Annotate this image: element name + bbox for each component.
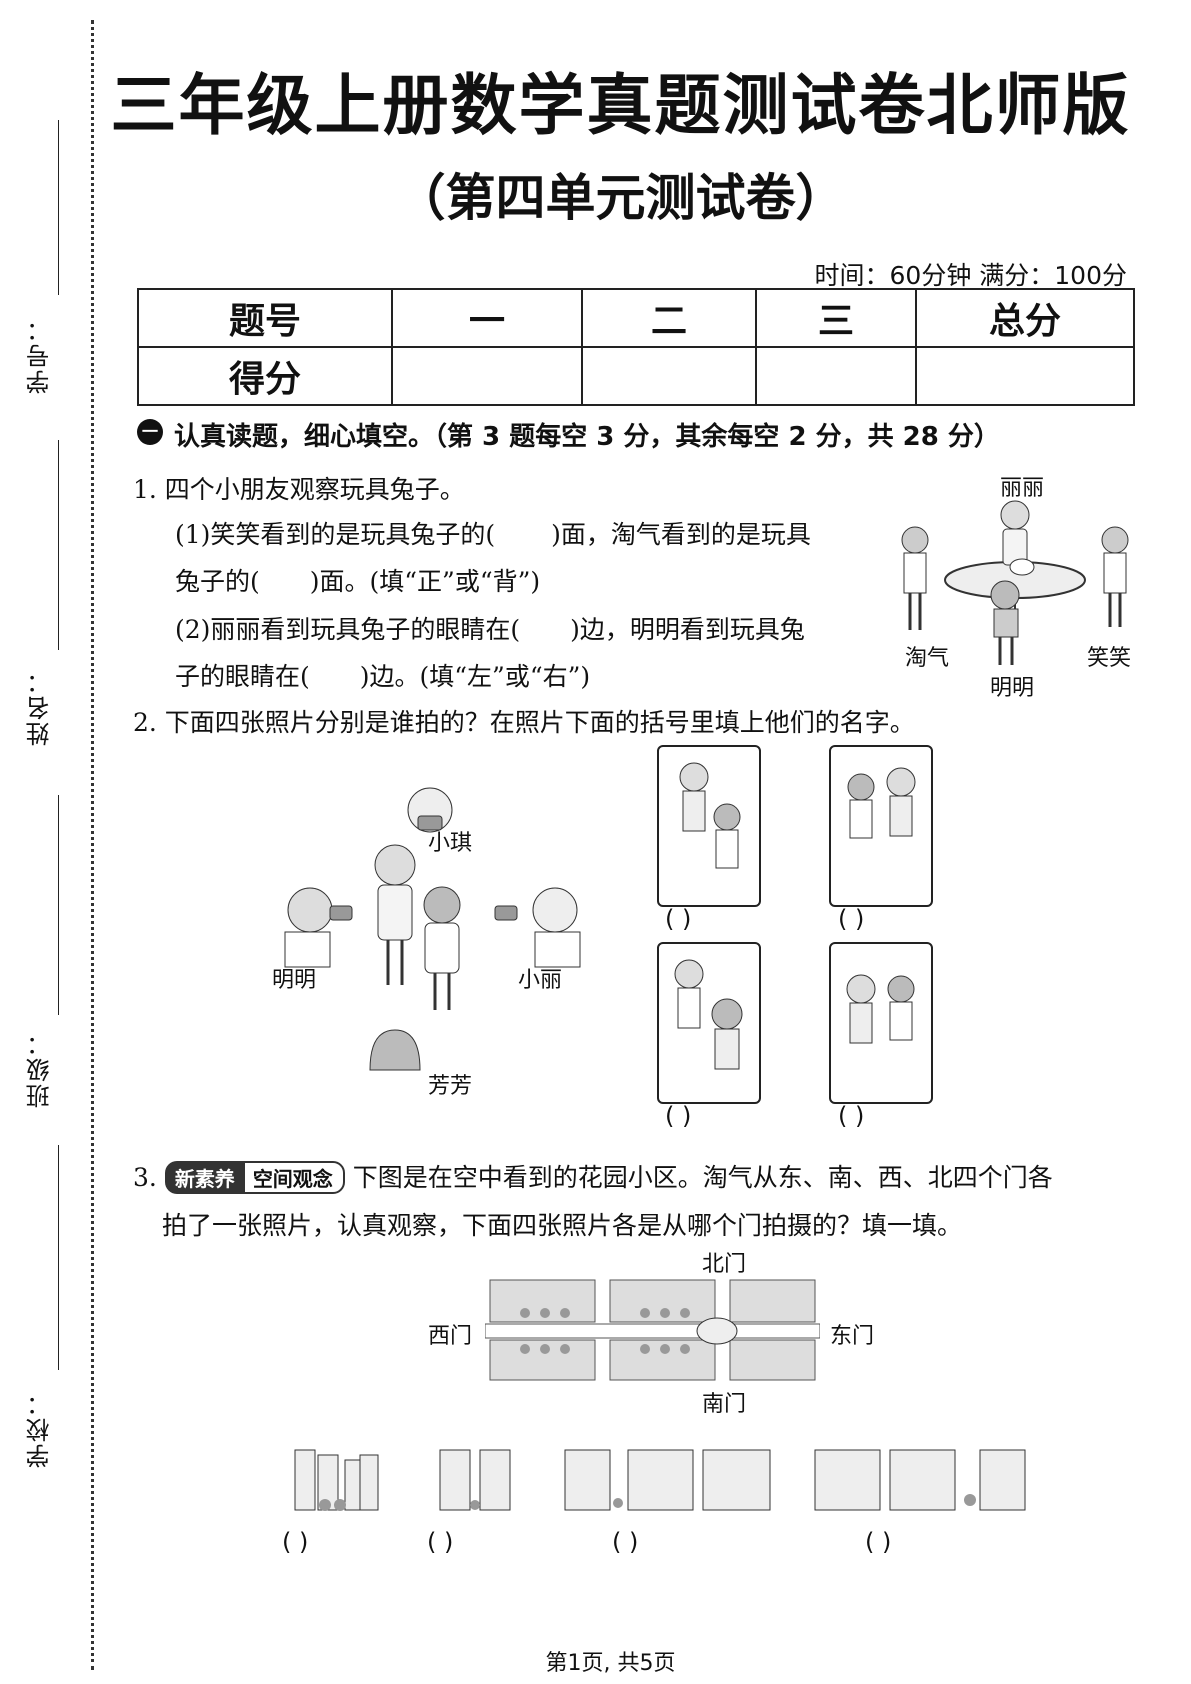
photo-1	[657, 745, 761, 907]
answer-paren-gate-4[interactable]: ( )	[865, 1528, 892, 1556]
text: 子的眼睛在(	[175, 662, 310, 691]
gate-north: 北门	[702, 1252, 747, 1277]
gate-photo-4	[814, 1449, 1026, 1511]
photo-4	[829, 942, 933, 1104]
q3-stem-line1: 3. 新素养空间观念 下图是在空中看到的花园小区。淘气从东、南、西、北四个门各	[133, 1158, 1053, 1194]
name-xiaoxiao: 笑笑	[1087, 646, 1132, 671]
score-table: 题号 一 二 三 总分 得分	[137, 288, 1135, 406]
name-lili: 丽丽	[1000, 476, 1045, 501]
answer-paren-gate-1[interactable]: ( )	[282, 1528, 309, 1556]
name-xiaoqi: 小琪	[428, 831, 473, 856]
rabbit-table-illustration	[901, 500, 1129, 665]
tag-new-literacy: 新素养	[164, 1161, 245, 1194]
gate-photo-2	[439, 1449, 511, 1511]
answer-paren-photo-3[interactable]: ( )	[665, 1102, 692, 1130]
header-cell-part3: 三	[755, 288, 917, 348]
page-title: 三年级上册数学真题测试卷北师版	[110, 67, 1131, 144]
student-id-line[interactable]	[58, 120, 59, 295]
text: )面。(填“正”或“背”)	[309, 567, 541, 596]
score-cell-total[interactable]	[915, 346, 1135, 406]
score-cell-part3[interactable]	[755, 346, 917, 406]
photo-2	[829, 745, 933, 907]
text: (2)丽丽看到玩具兔子的眼睛在(	[175, 615, 521, 644]
text: )面，淘气看到的是玩具	[551, 520, 811, 549]
header-cell-part2: 二	[581, 288, 757, 348]
section-badge: 一	[137, 419, 163, 445]
class-label: 班级：	[26, 1030, 54, 1108]
q2-stem: 2. 下面四张照片分别是谁拍的？在照片下面的括号里填上他们的名字。	[133, 708, 915, 737]
text: 下图是在空中看到的花园小区。淘气从东、南、西、北四个门各	[352, 1163, 1053, 1192]
name-mingming-q2: 明明	[272, 968, 317, 993]
school-line[interactable]	[58, 1145, 59, 1370]
answer-paren-gate-3[interactable]: ( )	[612, 1528, 639, 1556]
name-xiaoli: 小丽	[518, 968, 563, 993]
page-subtitle: （第四单元测试卷）	[395, 169, 846, 227]
q3-number: 3.	[133, 1163, 157, 1192]
name-label: 姓名：	[26, 668, 54, 746]
photographers-illustration	[284, 787, 581, 1071]
student-id-label: 学号：	[26, 316, 54, 394]
q1-stem: 1. 四个小朋友观察玩具兔子。	[133, 475, 465, 504]
name-taoqi: 淘气	[905, 646, 950, 671]
gate-west: 西门	[428, 1324, 473, 1349]
text: )边。(填“左”或“右”)	[359, 662, 591, 691]
tag-spatial-concept: 空间观念	[240, 1161, 345, 1194]
score-cell-part2[interactable]	[581, 346, 757, 406]
binding-dotted-line	[91, 20, 94, 1670]
score-row-label: 得分	[137, 346, 393, 406]
name-line[interactable]	[58, 440, 59, 650]
garden-map	[485, 1279, 820, 1381]
page-footer: 第1页, 共5页	[545, 1651, 676, 1676]
school-label: 学校：	[26, 1390, 54, 1468]
score-cell-part1[interactable]	[391, 346, 583, 406]
gate-photo-3	[564, 1449, 771, 1511]
q3-stem-line2: 拍了一张照片，认真观察，下面四张照片各是从哪个门拍摄的？填一填。	[162, 1211, 963, 1240]
answer-paren-photo-1[interactable]: ( )	[665, 905, 692, 933]
header-cell-question-number: 题号	[137, 288, 393, 348]
q1-part2-line2: 子的眼睛在( )边。(填“左”或“右”)	[175, 657, 590, 693]
name-fangfang: 芳芳	[428, 1074, 473, 1099]
header-cell-total: 总分	[915, 288, 1135, 348]
time-score-info: 时间：60分钟 满分：100分	[814, 261, 1127, 290]
gate-photo-1	[294, 1449, 379, 1511]
q1-part1-line2: 兔子的( )面。(填“正”或“背”)	[175, 562, 540, 598]
section-title: 认真读题，细心填空。（第 3 题每空 3 分，其余每空 2 分，共 28 分）	[174, 422, 1000, 452]
answer-paren-photo-4[interactable]: ( )	[838, 1102, 865, 1130]
text: )边，明明看到玩具兔	[570, 615, 805, 644]
text: (1)笑笑看到的是玩具兔子的(	[175, 520, 496, 549]
class-line[interactable]	[58, 795, 59, 1015]
name-mingming: 明明	[990, 676, 1035, 701]
header-cell-part1: 一	[391, 288, 583, 348]
q1-part1-line1: (1)笑笑看到的是玩具兔子的( )面，淘气看到的是玩具	[175, 515, 811, 551]
gate-south: 南门	[702, 1392, 747, 1417]
text: 兔子的(	[175, 567, 260, 596]
answer-paren-gate-2[interactable]: ( )	[427, 1528, 454, 1556]
gate-east: 东门	[830, 1324, 875, 1349]
answer-paren-photo-2[interactable]: ( )	[838, 905, 865, 933]
photo-3	[657, 942, 761, 1104]
q1-part2-line1: (2)丽丽看到玩具兔子的眼睛在( )边，明明看到玩具兔	[175, 610, 805, 646]
